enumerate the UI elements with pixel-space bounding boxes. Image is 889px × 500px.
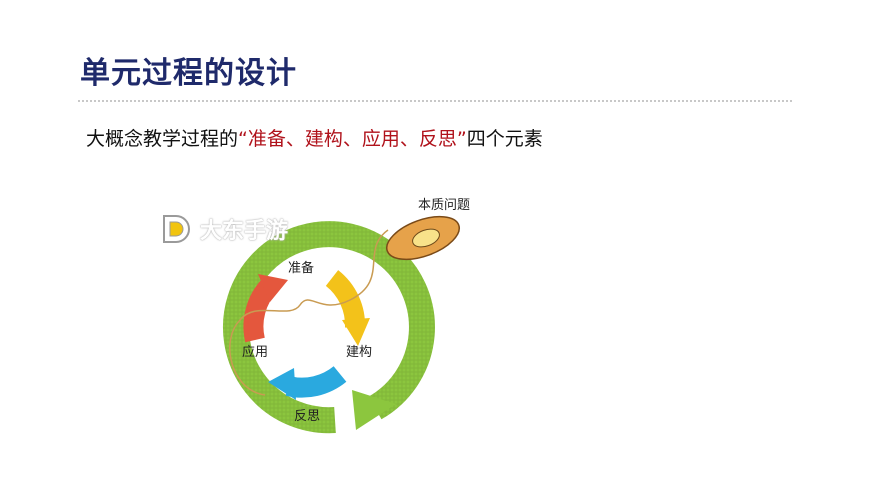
- process-cycle-diagram: 本质问题 准备 建构 应用 反思: [222, 198, 470, 434]
- title-divider: [78, 100, 792, 102]
- label-apply: 应用: [242, 344, 268, 360]
- watermark-text: 大东手游: [200, 219, 289, 244]
- outer-ring-arrowhead: [352, 390, 396, 430]
- subtitle-highlight: “准备、建构、应用、反思”: [238, 128, 467, 150]
- essential-question-icon: [229, 215, 460, 396]
- construct-arrow: [325, 270, 370, 346]
- outer-ring: [222, 221, 435, 434]
- subtitle: 大概念教学过程的“准备、建构、应用、反思”四个元素: [86, 124, 543, 151]
- label-essential-question: 本质问题: [418, 198, 470, 213]
- apply-arrow: [243, 274, 288, 343]
- d-logo-icon: [163, 215, 190, 243]
- label-prepare: 准备: [288, 260, 314, 276]
- reflect-arrow: [268, 365, 347, 400]
- watermark: 大东手游: [160, 212, 288, 246]
- subtitle-prefix: 大概念教学过程的: [86, 128, 239, 150]
- page-title: 单元过程的设计: [80, 56, 297, 91]
- subtitle-suffix: 四个元素: [466, 128, 543, 150]
- label-construct: 建构: [346, 345, 372, 360]
- label-reflect: 反思: [294, 409, 320, 424]
